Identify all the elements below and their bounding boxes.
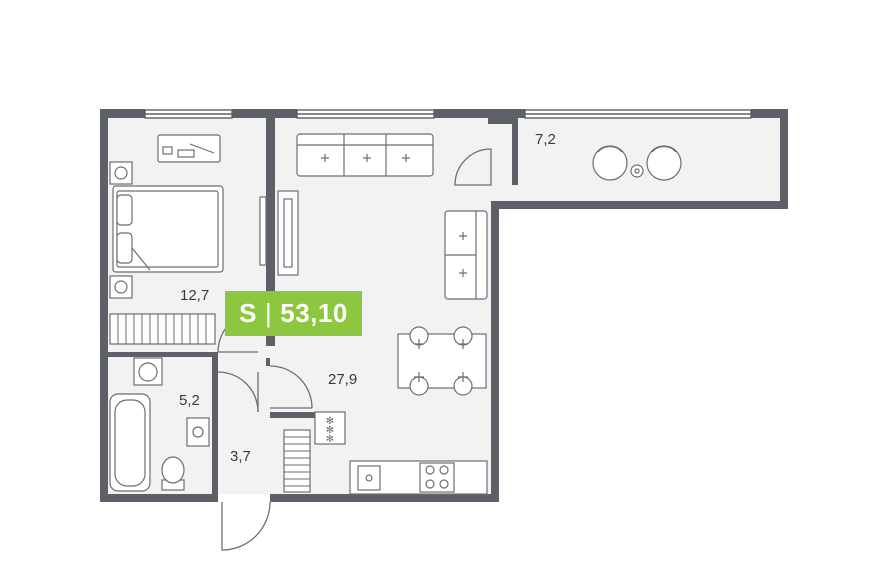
bathroom-fixtures (109, 357, 210, 492)
room-area-living: 27,9 (328, 371, 357, 388)
bathtub (109, 393, 151, 492)
tv-stand (277, 190, 299, 276)
kitchen: ✻ ✻ ✻ (283, 411, 488, 495)
stove-icon (419, 462, 455, 493)
desk (157, 134, 221, 163)
door-bathroom (217, 371, 259, 413)
room-area-bathroom: 5,2 (179, 392, 200, 409)
room-labels: 12,7 7,2 27,9 5,2 3,7 (179, 131, 556, 465)
computer-icon (162, 146, 173, 155)
total-area-value: 53,10 (280, 298, 348, 328)
svg-text:✻: ✻ (326, 416, 334, 427)
bedroom-furniture (109, 134, 267, 345)
living-furniture (277, 133, 488, 396)
badge-separator: | (265, 298, 273, 328)
floor-balcony (491, 118, 780, 201)
double-bed (112, 185, 224, 273)
windows (144, 109, 752, 119)
pillow-icon (116, 232, 133, 264)
svg-text:✻: ✻ (326, 425, 334, 436)
entrance-door (221, 501, 271, 551)
pillow-icon (116, 194, 133, 226)
keyboard-icon (177, 149, 195, 158)
sofa-top (296, 133, 434, 177)
door-living (269, 365, 313, 409)
total-area-badge: S | 53,10 (225, 291, 362, 336)
toilet-bowl (161, 456, 185, 484)
dining-table (397, 333, 487, 389)
kitchen-cabinet (283, 429, 311, 493)
walls (100, 109, 788, 502)
bedroom-wardrobe (259, 196, 267, 266)
dishwasher (314, 411, 346, 445)
room-area-balcony: 7,2 (535, 131, 556, 148)
door-balcony (454, 148, 492, 186)
area-symbol: S (239, 298, 257, 328)
room-area-bedroom: 12,7 (180, 287, 209, 304)
svg-text:✻: ✻ (326, 434, 334, 445)
room-area-hallway: 3,7 (230, 448, 251, 465)
balcony-furniture (592, 145, 682, 181)
